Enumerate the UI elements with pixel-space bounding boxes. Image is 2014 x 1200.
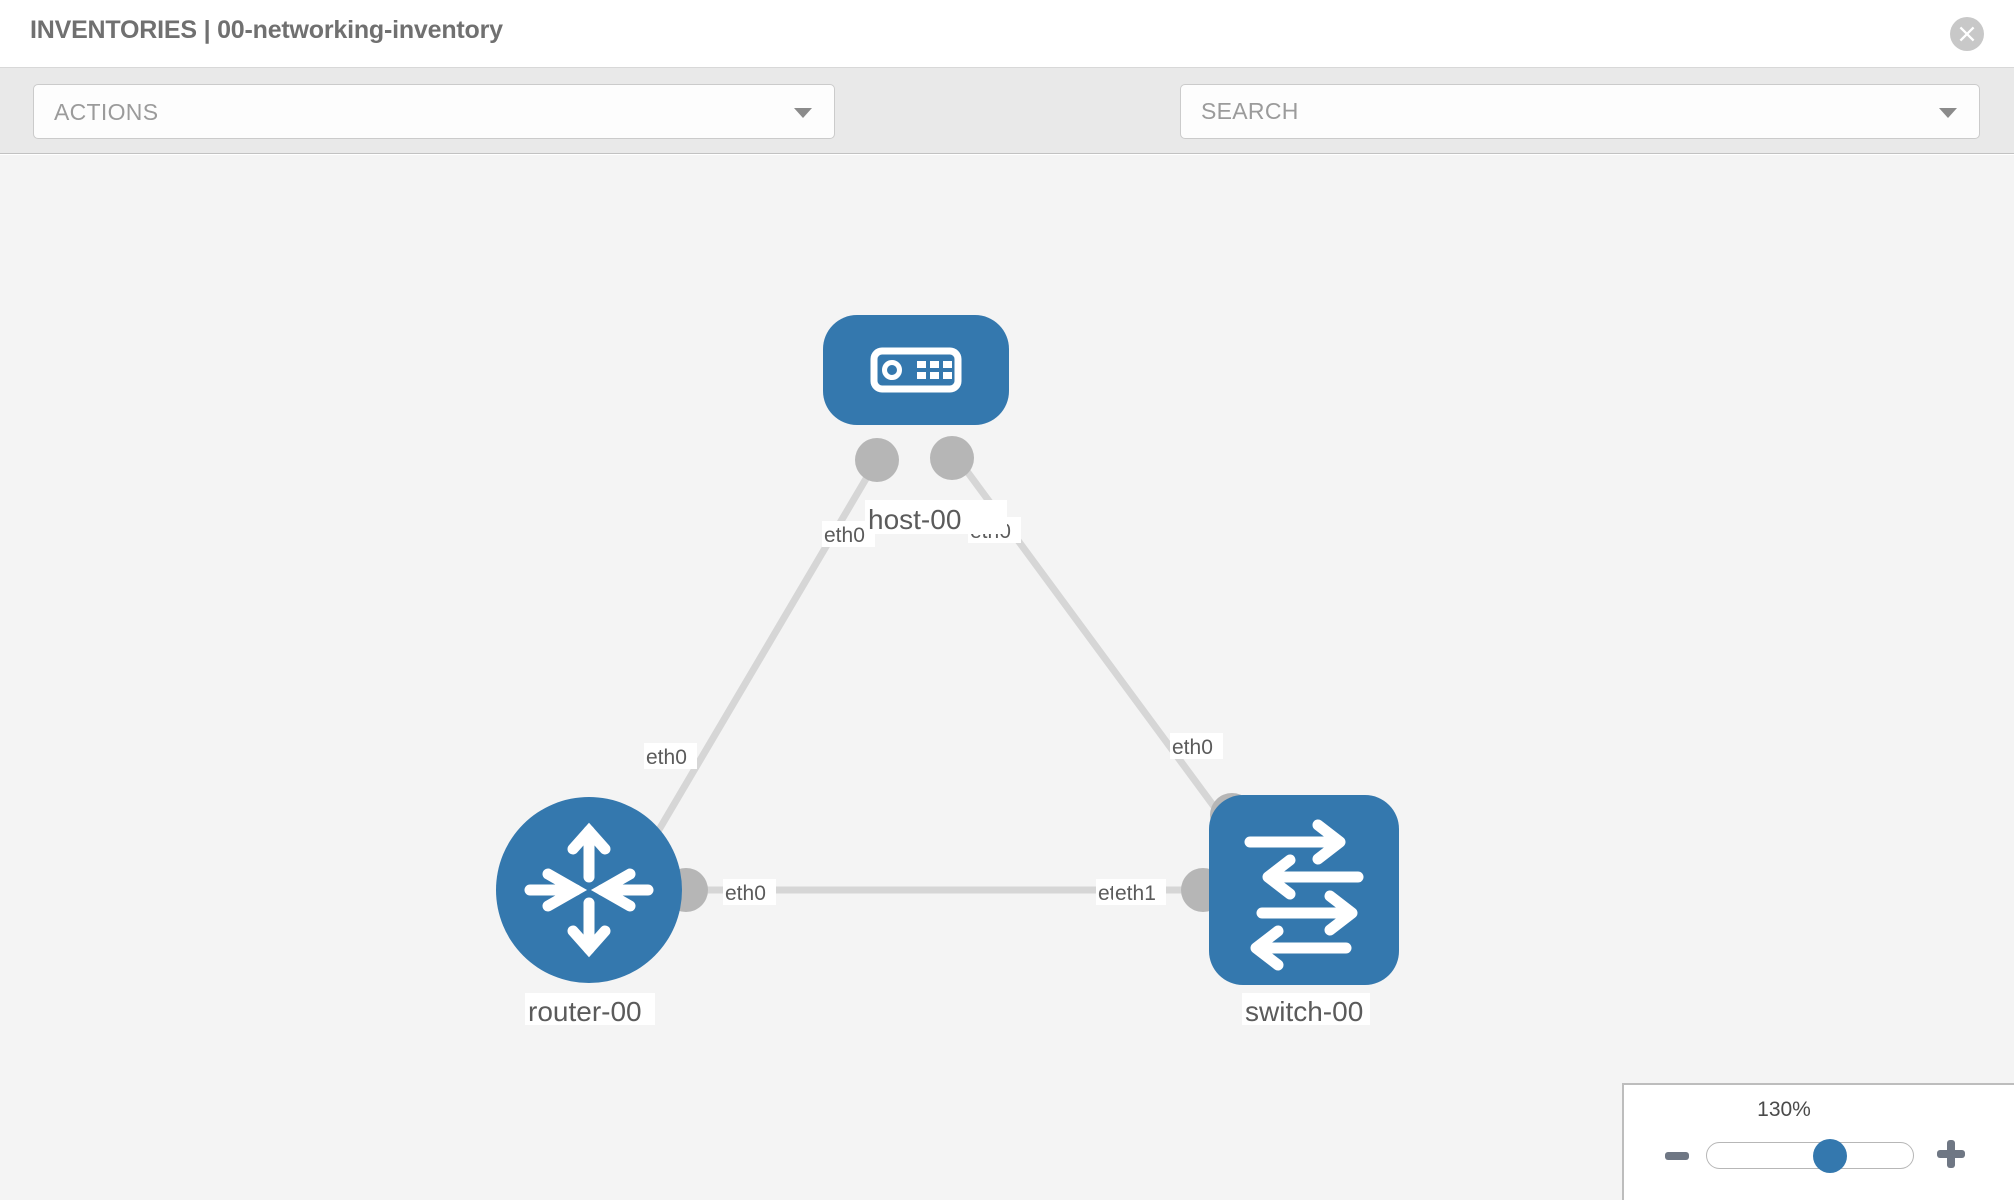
search-field[interactable] <box>1180 84 1980 139</box>
node-switch-00[interactable] <box>1209 795 1399 985</box>
node-label-text: router-00 <box>528 996 642 1027</box>
server-icon <box>870 347 962 393</box>
zoom-level-label: 130% <box>1757 1098 1811 1121</box>
edge-label-router-switch-to: eth1 <box>1113 879 1166 905</box>
node-host-00[interactable] <box>823 315 1009 425</box>
zoom-slider-thumb[interactable] <box>1813 1139 1847 1173</box>
toolbar: ACTIONS <box>0 68 2014 197</box>
edge-label-text: eth1 <box>1115 882 1156 905</box>
chevron-down-icon <box>794 107 812 118</box>
chevron-down-icon[interactable] <box>1939 107 1957 118</box>
node-labels: host-00 router-00 switch-00 <box>525 500 1370 1027</box>
edge-label-host-router-to: eth0 <box>644 743 697 769</box>
page-title: INVENTORIES | 00-networking-inventory <box>30 16 503 44</box>
node-label-text: switch-00 <box>1245 996 1363 1027</box>
zoom-slider[interactable] <box>1706 1139 1914 1173</box>
actions-dropdown-label: ACTIONS <box>54 99 159 125</box>
edge-label-host-switch-to: eth0 <box>1170 733 1223 759</box>
plus-icon[interactable] <box>1936 1139 1966 1169</box>
topology-graph: eth0 eth0 eth0 eth0 eth0 <box>496 315 1399 1027</box>
minus-icon[interactable] <box>1664 1143 1690 1169</box>
close-icon[interactable] <box>1950 17 1984 51</box>
node-label-host-00: host-00 <box>865 500 1007 535</box>
node-label-text: host-00 <box>868 504 961 535</box>
edge-label-text: eth0 <box>646 746 687 769</box>
node-router-00[interactable] <box>496 797 682 983</box>
edge-label-text: eth0 <box>1172 736 1213 759</box>
node-label-router-00: router-00 <box>525 993 655 1027</box>
link-host-router[interactable] <box>646 453 884 847</box>
connector-host-right[interactable] <box>930 436 974 480</box>
edge-label-router-switch-from: eth0 <box>723 879 776 905</box>
switch-arrows-icon <box>1244 819 1364 971</box>
connector-host-left[interactable] <box>855 438 899 482</box>
edge-label-text: eth0 <box>725 882 766 905</box>
actions-dropdown[interactable]: ACTIONS <box>33 84 835 139</box>
search-input[interactable] <box>1201 98 1901 125</box>
edge-label-text: eth0 <box>824 524 865 547</box>
page-header: INVENTORIES | 00-networking-inventory <box>0 0 2014 68</box>
topology-canvas[interactable]: eth0 eth0 eth0 eth0 eth0 <box>0 155 2014 1200</box>
zoom-control-panel: 130% <box>1622 1083 2014 1200</box>
router-arrows-icon <box>524 822 654 958</box>
node-label-switch-00: switch-00 <box>1242 993 1370 1027</box>
